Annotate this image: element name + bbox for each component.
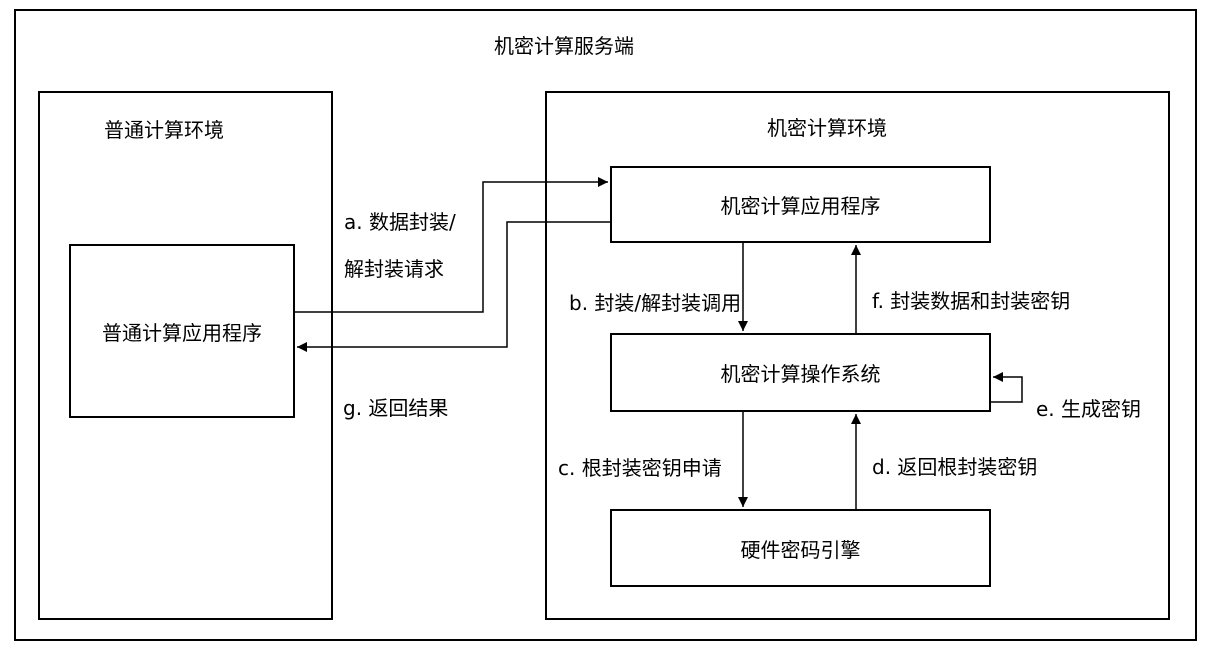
normal-env-frame xyxy=(38,91,333,620)
edge-b-label: b. 封装/解封装调用 xyxy=(569,291,742,315)
edge-d-label: d. 返回根封装密钥 xyxy=(872,455,1038,479)
edge-a-label-line1: a. 数据封装/ xyxy=(344,210,456,234)
edge-g-label: g. 返回结果 xyxy=(343,396,449,420)
outer-title: 机密计算服务端 xyxy=(494,34,634,58)
secure-app-label: 机密计算应用程序 xyxy=(720,194,881,218)
normal-env-title: 普通计算环境 xyxy=(104,118,224,142)
edge-a xyxy=(295,177,608,313)
edge-c-label: c. 根封装密钥申请 xyxy=(558,456,722,480)
normal-app-label: 普通计算应用程序 xyxy=(102,320,262,345)
crypto-engine-box: 硬件密码引擎 xyxy=(610,509,991,587)
secure-os-box: 机密计算操作系统 xyxy=(610,333,991,412)
outer-frame xyxy=(14,9,1197,641)
normal-app-box: 普通计算应用程序 xyxy=(69,244,295,418)
secure-app-box: 机密计算应用程序 xyxy=(610,166,991,243)
edge-e-label: e. 生成密钥 xyxy=(1036,397,1142,421)
edge-g xyxy=(297,221,610,352)
secure-env-title: 机密计算环境 xyxy=(767,116,887,140)
secure-env-frame xyxy=(545,91,1170,620)
secure-os-label: 机密计算操作系统 xyxy=(720,362,881,386)
crypto-engine-label: 硬件密码引擎 xyxy=(740,537,861,562)
edge-f-label: f. 封装数据和封装密钥 xyxy=(872,289,1071,313)
edge-e xyxy=(991,372,1023,403)
edge-a-label-line2: 解封装请求 xyxy=(344,257,444,281)
